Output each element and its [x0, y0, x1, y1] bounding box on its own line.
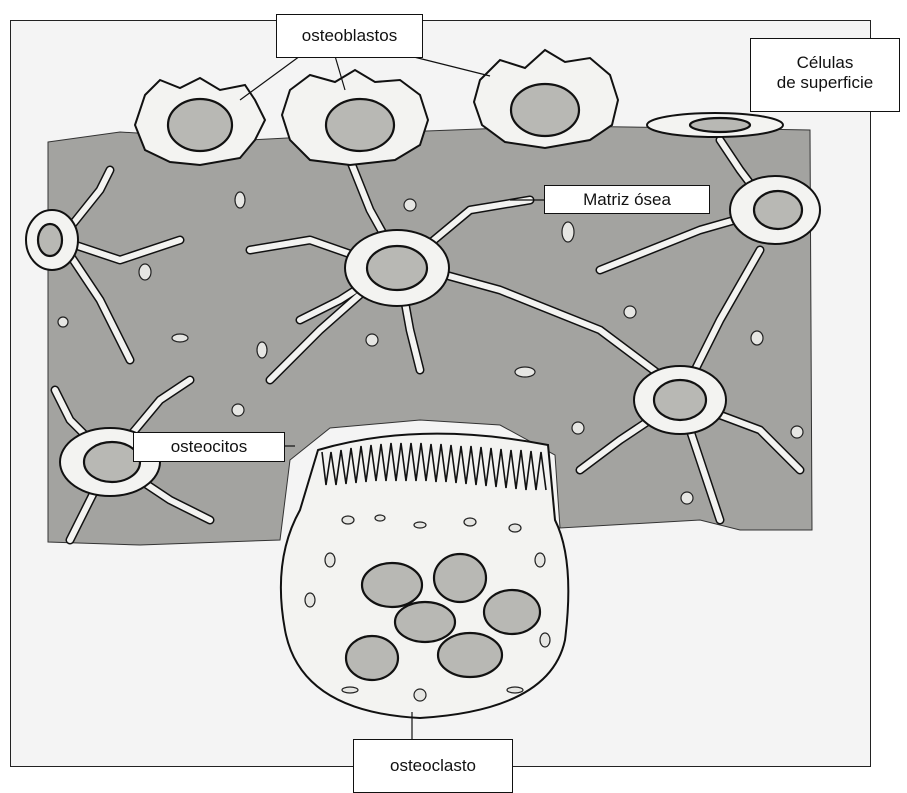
osteocyte-center-nucleus	[367, 246, 427, 290]
osteoblast-3-nucleus	[511, 84, 579, 136]
label-superficie-line1: Células	[751, 53, 899, 73]
osteocyte-edge-nucleus	[38, 224, 62, 256]
label-osteocitos: osteocitos	[133, 432, 285, 462]
osteoclast-nucleus-3	[484, 590, 540, 634]
osteocyte-top-right-nucleus	[754, 191, 802, 229]
osteoclast-nucleus-1	[362, 563, 422, 607]
surface-cell-nucleus	[690, 118, 750, 132]
label-celulas-de-superficie: Células de superficie	[750, 38, 900, 112]
osteoclast-cell	[281, 434, 568, 718]
osteocyte-left-nucleus	[84, 442, 140, 482]
osteocyte-right-nucleus	[654, 380, 706, 420]
label-osteoblastos: osteoblastos	[276, 14, 423, 58]
osteoblast-2-nucleus	[326, 99, 394, 151]
osteoclast-nucleus-5	[346, 636, 398, 680]
label-superficie-line2: de superficie	[751, 73, 899, 93]
osteoclast-nucleus-6	[438, 633, 502, 677]
label-osteoclasto: osteoclasto	[353, 739, 513, 793]
osteoblast-1-nucleus	[168, 99, 232, 151]
osteoclast-nucleus-4	[395, 602, 455, 642]
osteoclast-nucleus-2	[434, 554, 486, 602]
label-matriz-osea: Matriz ósea	[544, 185, 710, 214]
